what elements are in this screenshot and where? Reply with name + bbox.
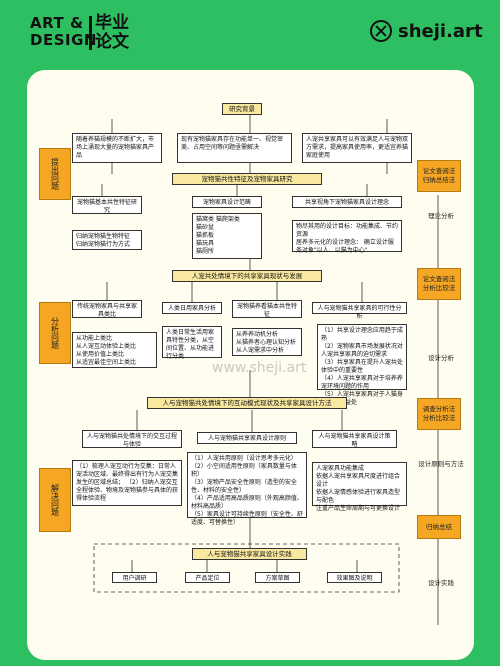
- node-s2c: 宠物猫养看猫本共性特征: [232, 300, 302, 318]
- node-s1c-detail: 物尽其用的设计目标：功能集成、节约资源 居养多元化的设计理念： 确立设计服务对象…: [292, 220, 402, 254]
- node-sketches: 方案草图: [255, 572, 300, 583]
- label-design-analysis: 设计分析: [428, 354, 454, 362]
- diagram-card: 提出问题 分析问题 解决问题 论文查阅法 归纳总结法 理论分析 论文查阅法 分析…: [27, 70, 474, 660]
- node-s2a: 传统宠物家具与共享家具类比: [72, 300, 142, 318]
- brand-logo: ART & DESIGN: [30, 15, 97, 49]
- lane-method-3: 调查分析法 分析比较法: [417, 398, 461, 430]
- node-s3b: 人与宠物猫共享家具设计原则: [197, 432, 297, 444]
- lane-solve-problem: 解决问题: [39, 468, 71, 532]
- lane-method-1: 论文查阅法 归纳总结法: [417, 160, 461, 192]
- brand-cn-1: 毕业: [95, 13, 129, 33]
- label-design-principles: 设计原则与方法: [418, 460, 464, 468]
- brand-line-2: DESIGN: [30, 31, 97, 49]
- lane-raise-problem: 提出问题: [39, 148, 71, 200]
- node-stage-2: 人宠共处情境下的共享家具现状与发展: [172, 270, 322, 282]
- node-s2a-detail: 从功能上类比 从人宠互动体验上类比 从使用价值上类比 从适宜最佳空间上类比: [72, 332, 157, 368]
- brand-cn-2: 论文: [95, 32, 129, 52]
- node-bg-1: 随着养猫规模的不断扩大，市场上涌现大量的宠物猫家具产品: [72, 133, 162, 163]
- lane-method-2: 论文查阅法 分析比较法: [417, 268, 461, 300]
- node-s3c-detail: 人宠家具功能集成 依据人宠共享家具尺度进行组合设计 依据人宠情感体验进行家具造型…: [312, 462, 407, 512]
- lane-method-4: 归纳总结: [417, 515, 461, 539]
- brand-bar: [89, 16, 92, 50]
- node-s1c: 共享视角下宠物猫家具设计理念: [292, 196, 402, 208]
- site-logo[interactable]: sheji.art: [370, 20, 483, 42]
- node-positioning: 产品定位: [185, 572, 230, 583]
- node-s2b-detail: 人类日常生活用家具特性分类，从空间位置、从功能进行分类: [162, 326, 222, 360]
- label-theory: 理论分析: [428, 212, 454, 220]
- page-header: ART & DESIGN 毕业 论文 sheji.art: [0, 0, 500, 70]
- node-s3c: 人与宠物猫共享家具设计策略: [312, 430, 397, 448]
- node-s1b-detail: 猫窝类 猫爬架类 猫砂盆 猫抓板 猫玩具 猫厕所: [192, 213, 262, 259]
- node-s2d-detail: （1）共享设计理念应用趋于成熟 （2）宠物家具市场发展状况对人宠共享家具的迫切需…: [317, 324, 407, 406]
- site-name: sheji.art: [398, 20, 483, 42]
- node-bg-2: 现有宠物猫家具存在功能单一、视觉审美、占用空间等问题亟需解决: [177, 133, 292, 163]
- node-s2c-detail: 从养养动机分析 从猫养者心理认知分析 从人宠需求中分析: [232, 328, 302, 356]
- node-stage-4: 人与宠物猫共享家具设计实践: [192, 548, 307, 560]
- node-s2b: 人类日用家具分析: [162, 302, 222, 314]
- watermark: www.sheji.art: [212, 360, 307, 376]
- node-s3a: 人与宠物猫共处情境下的交互过程与体验: [82, 430, 182, 448]
- node-s3a-detail: （1）梳理人宠互动行为交集：日常人宠活动区域、最终得出有行为人宠交集发生的区域总…: [72, 460, 182, 506]
- node-s2d: 人与宠物猫共享家具的可行性分析: [312, 302, 407, 320]
- node-stage-1: 宠物猫共性特征及宠物家具研究: [172, 173, 322, 185]
- node-s1a: 宠物猫基本共性特征研究: [72, 196, 142, 214]
- node-s1b: 宠物家具设计范畴: [192, 196, 262, 208]
- node-s1a-detail: 归纳宠物猫生物特征 归纳宠物猫行为方式: [72, 230, 142, 250]
- brand-cn: 毕业 论文: [89, 13, 129, 52]
- label-design-practice: 设计实践: [428, 579, 454, 587]
- node-bg-3: 人宠共享家具可以有效满足人与宠物双方需求，提高家具使用率，更适宜养猫家庭使用: [302, 133, 412, 163]
- sheji-logo-icon: [370, 20, 392, 42]
- node-renderings: 效果图及说明: [327, 572, 382, 583]
- node-stage-3: 人与宠物猫共处情境下的互动模式现状及共享家具设计方法: [147, 397, 347, 409]
- node-background: 研究背景: [222, 103, 262, 115]
- node-s3b-detail: （1）人宠共用原则（设计思考多元化） （2）小空间适用性原则（家具数量与体积） …: [187, 452, 307, 526]
- node-user-research: 用户调研: [112, 572, 157, 583]
- lane-analyze-problem: 分析问题: [39, 302, 71, 364]
- brand-line-1: ART &: [30, 14, 84, 32]
